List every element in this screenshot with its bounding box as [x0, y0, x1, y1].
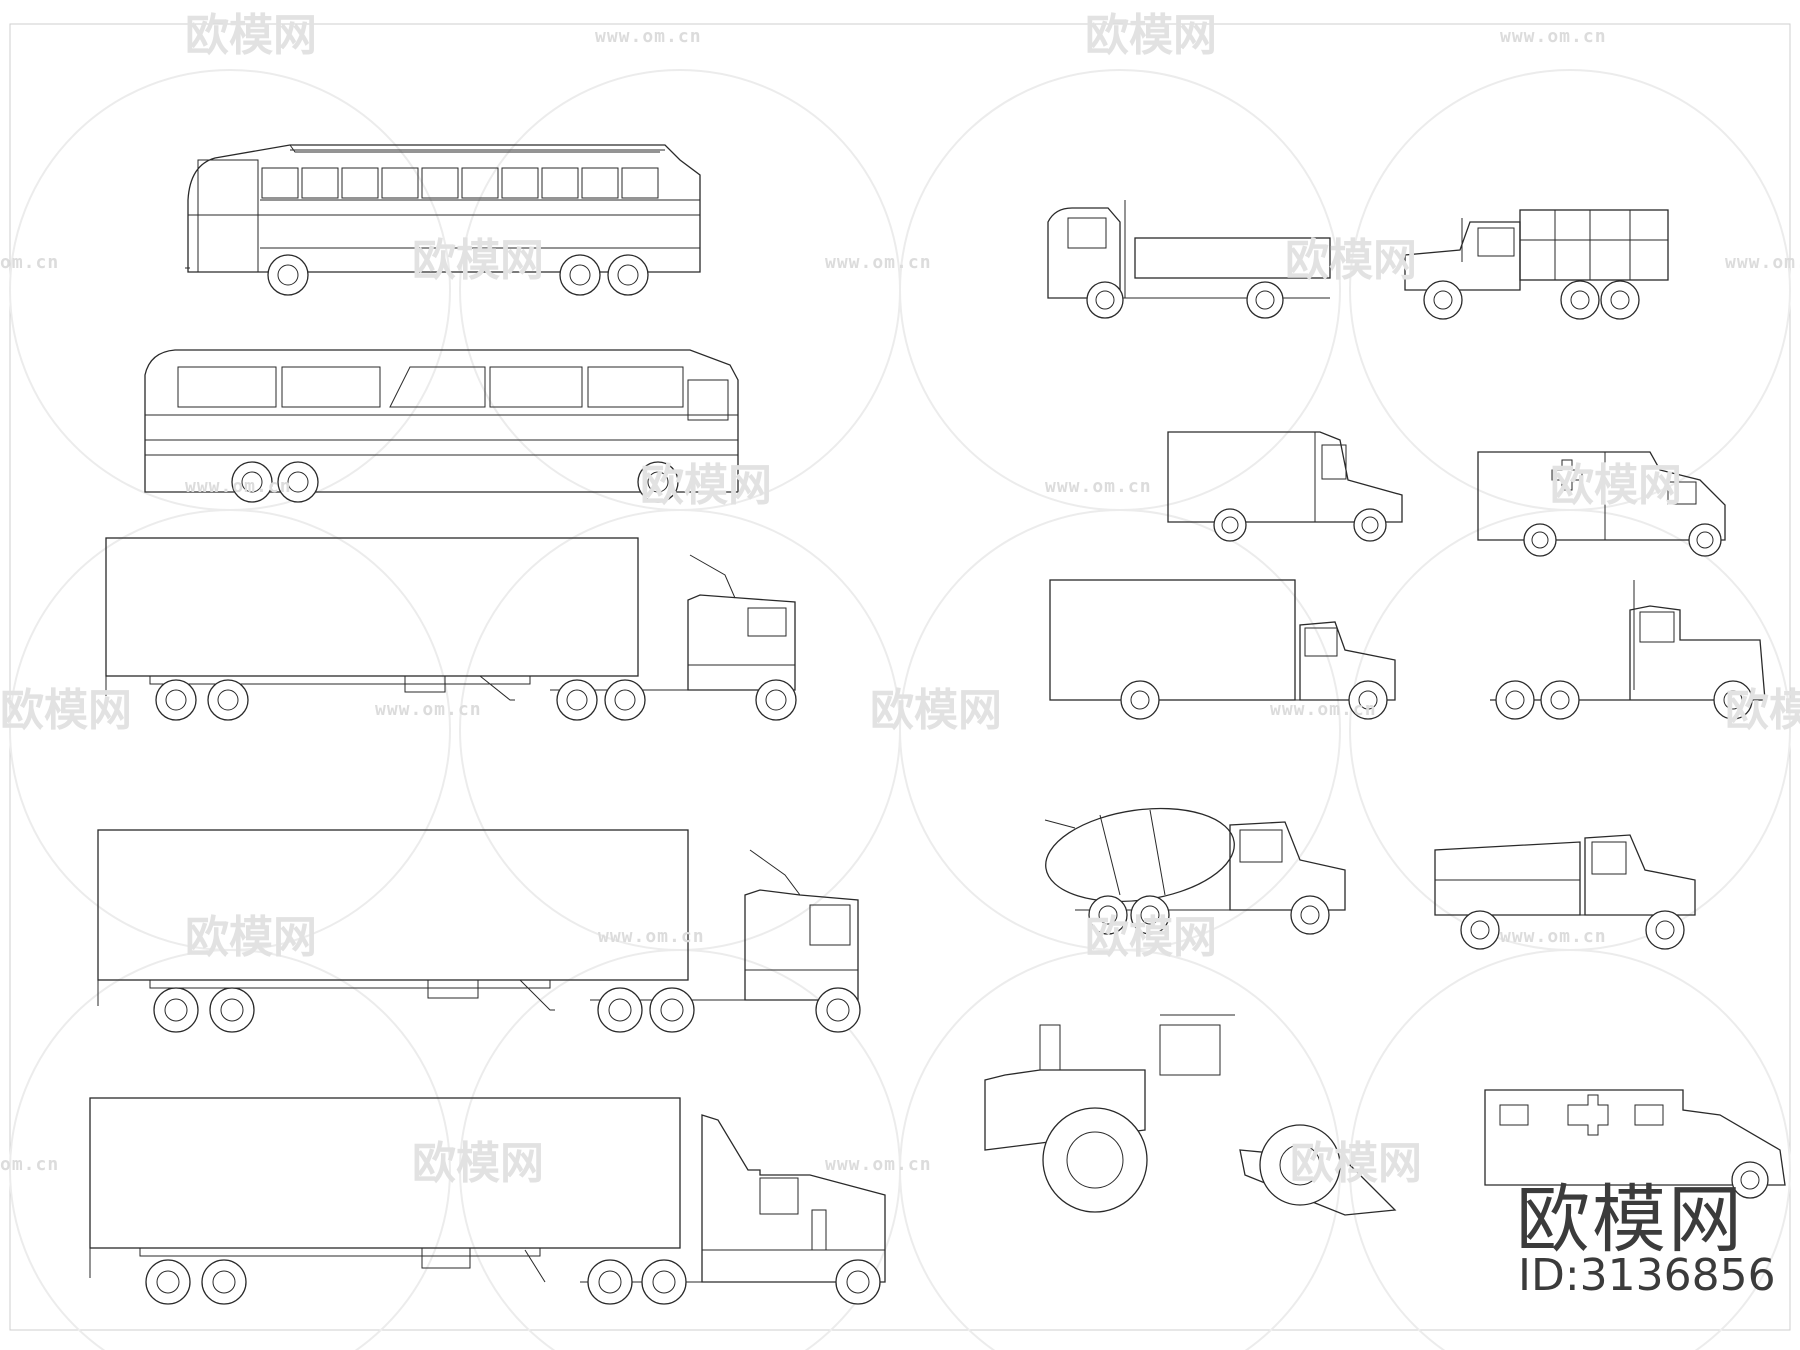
bus1-windows — [261, 167, 659, 199]
watermark-brand: 欧模网 — [640, 460, 772, 511]
watermark-url: www.om.cn — [825, 252, 932, 273]
vehicle-coach-bus-2 — [144, 349, 739, 503]
watermark-url: www.om.cn — [185, 476, 292, 497]
vehicle-semi-truck-cabover-1 — [105, 537, 797, 721]
watermark-url: om.cn — [0, 252, 59, 273]
watermark-url: www.om.cn — [1500, 926, 1607, 947]
watermark-url: www.om.cn — [598, 926, 705, 947]
watermark-brand: 欧模网 — [0, 685, 132, 736]
watermark-brand: 欧模网 — [870, 685, 1002, 736]
vehicle-ambulance-2 — [1484, 1089, 1786, 1199]
watermark-brand: 欧模网 — [1725, 685, 1800, 736]
vehicle-step-van — [1167, 431, 1403, 542]
watermark-brand: 欧模网 — [1550, 460, 1682, 511]
watermark-url: www.om.cn — [375, 699, 482, 720]
watermark-url: om.cn — [0, 1154, 59, 1175]
brand-logo: 欧模网 — [1516, 1177, 1744, 1263]
model-id-label: ID:3136856 — [1518, 1250, 1776, 1301]
vehicle-military-cargo-truck — [1404, 209, 1669, 320]
vehicle-semi-truck-cabover-2 — [97, 829, 861, 1033]
vehicle-semi-truck-conventional — [89, 1097, 886, 1305]
watermark-brand: 欧模网 — [1085, 912, 1217, 963]
watermarks: 欧模网 www.om.cn 欧模网 www.om.cn om.cn 欧模网 ww… — [0, 10, 1800, 1189]
vehicle-dump-truck — [1434, 834, 1696, 950]
vehicle-wheel-loader-dozer — [984, 1014, 1397, 1216]
watermark-url: www.om.cn — [1045, 476, 1152, 497]
vehicle-box-truck — [1049, 579, 1396, 720]
vehicle-coach-bus-1 — [185, 144, 701, 296]
watermark-brand: 欧模网 — [185, 10, 317, 61]
watermark-url: www.om.cn — [825, 1154, 932, 1175]
watermark-brand: 欧模网 — [412, 235, 544, 286]
watermark-brand: 欧模网 — [1285, 235, 1417, 286]
watermark-url: www.om.cn — [1725, 252, 1800, 273]
drawing-border — [9, 23, 1791, 1331]
watermark-url: www.om.cn — [1500, 26, 1607, 47]
watermark-brand: 欧模网 — [412, 1138, 544, 1189]
watermark-arcs — [9, 69, 1791, 1350]
watermark-brand: 欧模网 — [185, 912, 317, 963]
vehicle-tractor-cab — [1490, 580, 1766, 720]
watermark-brand: 欧模网 — [1290, 1138, 1422, 1189]
vehicle-flatbed-truck — [1047, 200, 1331, 319]
watermark-url: www.om.cn — [1270, 699, 1377, 720]
watermark-brand: 欧模网 — [1085, 10, 1217, 61]
vehicle-cement-mixer-truck — [1044, 807, 1346, 935]
watermark-url: www.om.cn — [595, 26, 702, 47]
vehicle-ambulance-1 — [1477, 451, 1726, 557]
